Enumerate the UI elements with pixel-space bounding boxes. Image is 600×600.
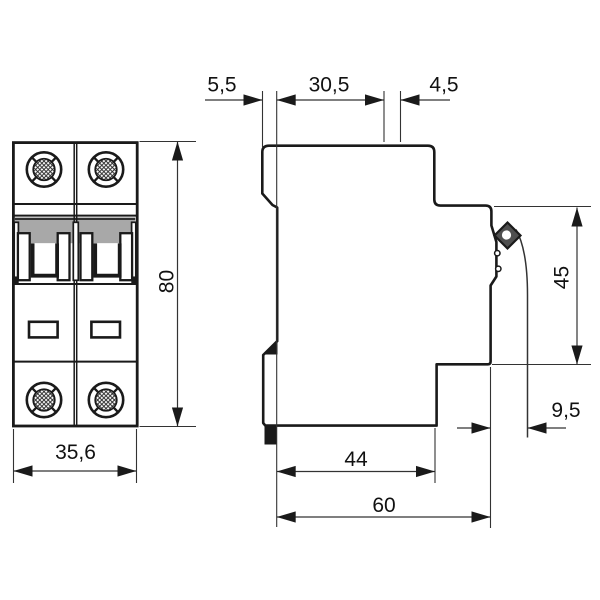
dim-arrow xyxy=(171,407,184,427)
side-body-outline xyxy=(261,144,498,427)
dim-arrow xyxy=(527,422,547,434)
front-flange-wedge xyxy=(263,340,278,355)
dim-arrow xyxy=(171,141,184,161)
pole2-toggle-lever xyxy=(93,243,122,278)
dim-arrow xyxy=(471,511,491,523)
dim-arrow xyxy=(471,422,491,434)
ext-top-slot xyxy=(383,91,402,142)
pole1-toggle-support-right xyxy=(56,232,71,282)
ext-rail-seat xyxy=(492,205,591,366)
pole1-toggle-support-left xyxy=(16,232,31,282)
toggle-band-top-stripe xyxy=(14,217,136,221)
dim-arrow xyxy=(117,465,137,477)
dim-arrow xyxy=(571,207,583,227)
front-view xyxy=(11,141,139,428)
screw-top-left xyxy=(25,151,63,188)
dim-label-5-5: 5,5 xyxy=(207,74,236,97)
dim-label-9-5: 9,5 xyxy=(551,399,580,422)
terminal-bump-lower xyxy=(494,265,502,273)
screw-top-right xyxy=(87,151,125,188)
wire-bend-arc xyxy=(515,229,529,438)
dim-arrow xyxy=(276,511,296,523)
center-pillar xyxy=(72,221,80,282)
dim-arrow xyxy=(416,465,435,478)
dim-label-60: 60 xyxy=(372,494,395,517)
dim-arrow xyxy=(276,94,296,106)
dimension-labels: 5,5 30,5 4,5 9,5 44 60 35,6 80 45 xyxy=(55,74,581,518)
pole2-toggle-support-left xyxy=(79,232,94,282)
pole-divider-lines xyxy=(73,143,78,426)
dim-label-44: 44 xyxy=(344,448,368,471)
dim-label-30-5: 30,5 xyxy=(309,74,350,97)
dim-label-4-5: 4,5 xyxy=(429,74,458,97)
dim-arrow xyxy=(276,465,296,478)
dim-arrow xyxy=(243,94,263,106)
dim-label-35-6: 35,6 xyxy=(55,441,96,464)
dim-label-45: 45 xyxy=(551,266,574,289)
pole1-pillar-base xyxy=(13,277,19,284)
pole1-marking-window xyxy=(27,320,59,339)
ext-depth xyxy=(434,367,492,528)
dim-arrow xyxy=(13,465,33,477)
dim-arrow xyxy=(400,94,420,106)
screw-bottom-right xyxy=(87,381,125,419)
ext-height xyxy=(139,140,196,428)
side-view xyxy=(261,144,529,445)
front-section-lines xyxy=(14,203,137,363)
ext-width xyxy=(12,429,138,483)
terminal-screw-hole xyxy=(501,230,512,240)
pole2-pillar-base xyxy=(131,277,137,284)
screw-bottom-left xyxy=(25,381,63,419)
din-clip-foot xyxy=(264,426,277,445)
pole2-marking-window xyxy=(90,320,122,339)
pole1-toggle-lever xyxy=(30,243,59,278)
dim-arrow xyxy=(571,345,583,365)
dim-arrow xyxy=(365,94,384,106)
dim-label-80: 80 xyxy=(156,270,179,293)
terminal-bump-upper xyxy=(493,249,501,257)
pole2-toggle-support-right xyxy=(119,232,134,282)
